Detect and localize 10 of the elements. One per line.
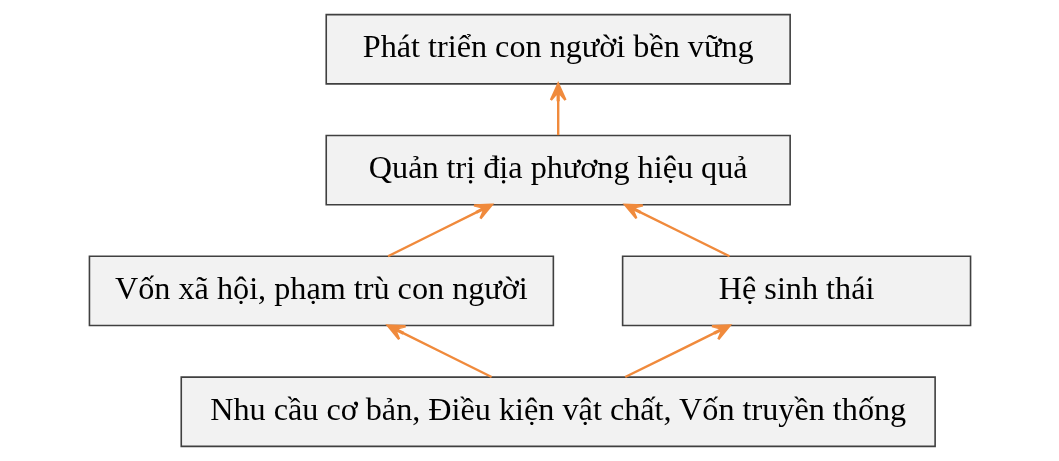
node-box: Quản trị địa phương hiệu quả <box>324 134 791 206</box>
arrow <box>623 203 730 258</box>
node-box: Vốn xã hội, phạm trù con người <box>88 255 554 327</box>
arrow <box>386 324 492 379</box>
arrow <box>624 324 731 379</box>
node-box: Nhu cầu cơ bản, Điều kiện vật chất, Vốn truyền thống <box>179 376 936 448</box>
node-box: Phát triển con người bền vững <box>324 13 791 85</box>
arrow <box>386 203 493 258</box>
arrow <box>549 82 567 136</box>
node-box: Hệ sinh thái <box>621 255 971 327</box>
